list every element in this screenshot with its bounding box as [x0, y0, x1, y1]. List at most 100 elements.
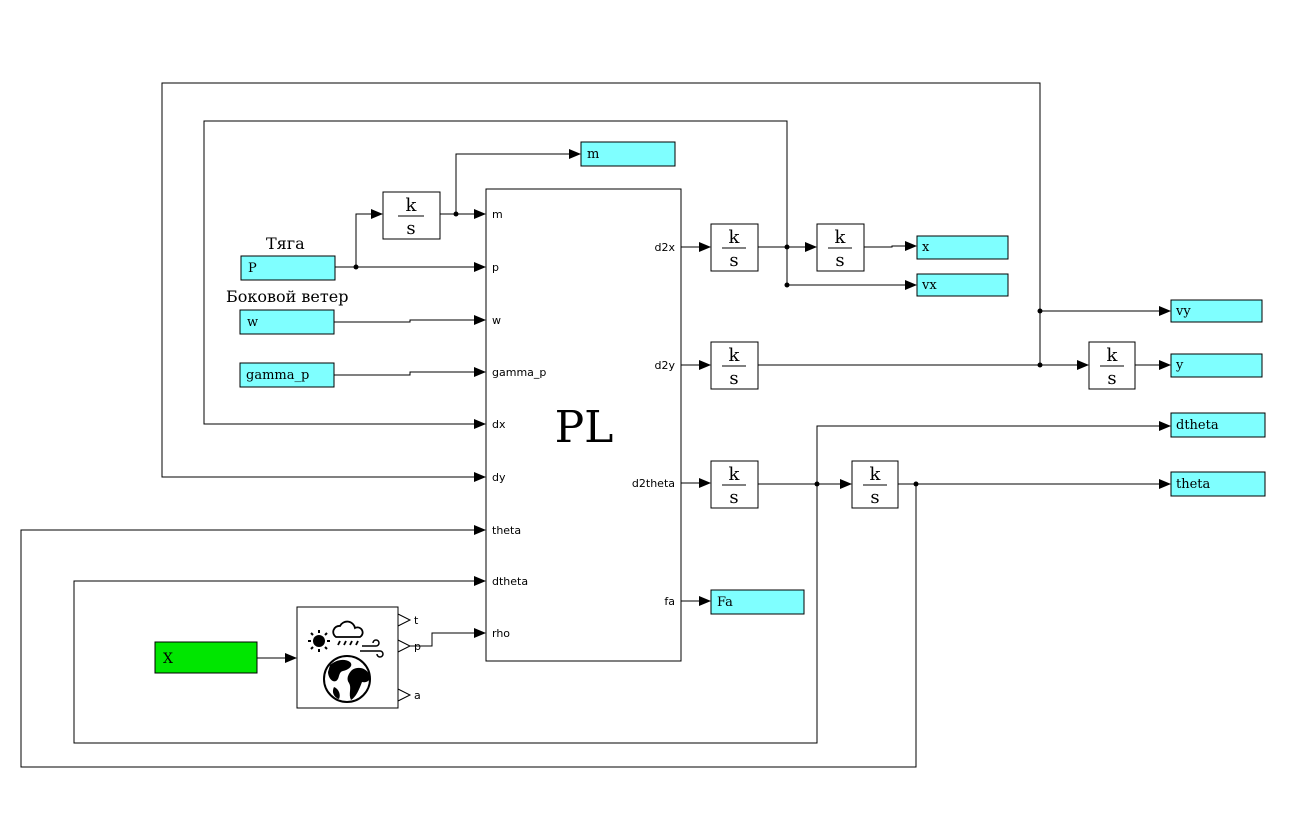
arrowheads [285, 149, 1171, 663]
atm-port-a-label: a [414, 689, 421, 702]
integrator-vx-num: k [729, 227, 741, 248]
output-tag-vx-label: vx [921, 278, 937, 293]
port-out-fa: fa [664, 595, 675, 608]
arrow-gamma-p [474, 367, 486, 377]
output-tag-y[interactable]: y [1170, 353, 1263, 378]
integrator-dtheta-den: s [729, 487, 738, 508]
output-tag-fa-label: Fa [717, 595, 733, 610]
atm-port-a-marker [397, 688, 412, 702]
wire-rho [410, 632, 476, 647]
input-tag-p[interactable]: P [240, 255, 336, 281]
arrow-p [474, 262, 486, 272]
wire-dtheta-feedback [73, 484, 818, 744]
junction-vx [784, 244, 790, 250]
arrow-dy [474, 472, 486, 482]
arrow-tag-dtheta [1159, 421, 1171, 431]
output-tag-x-label: x [922, 240, 930, 255]
input-source-x[interactable]: X [154, 641, 258, 674]
output-tag-theta[interactable]: theta [1170, 471, 1266, 497]
wire-theta-feedback [20, 484, 917, 768]
integrator-vx[interactable]: k s [710, 223, 759, 272]
integrator-vy[interactable]: k s [710, 341, 759, 390]
output-tag-theta-label: theta [1176, 477, 1211, 492]
input-tag-gamma-p-label: gamma_p [246, 368, 309, 383]
input-tag-p-box [240, 255, 336, 281]
arrow-atm-in [285, 653, 297, 663]
port-in-p: p [492, 261, 499, 274]
rain-icon [337, 640, 359, 646]
atmosphere-block[interactable]: t p a [296, 606, 421, 709]
arrow-tag-vy [1159, 306, 1171, 316]
junction-theta [913, 481, 919, 487]
wind-icon [360, 639, 384, 658]
port-in-m: m [492, 208, 503, 221]
input-tag-gamma-p-box [239, 362, 335, 388]
junction-vx-tag [784, 282, 790, 288]
junction-m [453, 211, 459, 217]
integrator-vy-den: s [729, 368, 738, 389]
arrow-int-m [371, 209, 383, 219]
arrow-tag-fa [699, 596, 711, 606]
port-in-w: w [492, 314, 501, 327]
wire-dx-feedback [203, 120, 788, 425]
output-tag-m-label: m [587, 147, 599, 162]
arrow-m [474, 209, 486, 219]
output-tag-vy[interactable]: vy [1170, 299, 1263, 323]
junctions [353, 211, 1043, 487]
port-out-d2x: d2x [655, 241, 676, 254]
wire-p-to-integrator-m [355, 213, 372, 267]
cloud-icon [332, 620, 364, 638]
input-source-x-label: X [163, 651, 173, 667]
integrator-x-den: s [835, 250, 844, 271]
integrator-dtheta[interactable]: k s [710, 460, 759, 509]
arrow-int-y [1077, 360, 1089, 370]
port-in-gamma-p: gamma_p [492, 366, 546, 379]
arrow-tag-m [569, 149, 581, 159]
caption-crosswind: Боковой ветер [226, 287, 348, 306]
arrow-theta [474, 525, 486, 535]
arrow-w [474, 315, 486, 325]
output-tag-vy-label: vy [1175, 304, 1191, 319]
arrow-tag-theta [1159, 479, 1171, 489]
input-tag-w-label: w [247, 315, 258, 330]
arrow-tag-y [1159, 360, 1171, 370]
wire-gamma-p [334, 371, 476, 376]
atm-port-t-label: t [414, 614, 419, 627]
main-block-title: PL [555, 402, 614, 453]
port-out-d2theta: d2theta [632, 477, 675, 490]
output-tag-m[interactable]: m [580, 141, 676, 167]
input-tag-w[interactable]: w [239, 309, 335, 335]
output-tag-dtheta[interactable]: dtheta [1170, 412, 1266, 438]
atm-port-t-marker [397, 613, 412, 627]
output-tag-y-box [1170, 353, 1263, 378]
port-in-dy: dy [492, 471, 506, 484]
input-tag-p-label: P [248, 261, 257, 276]
input-tag-gamma-p[interactable]: gamma_p [239, 362, 335, 388]
main-block-pl[interactable]: PL m p w gamma_p dx dy theta dtheta rho … [485, 188, 682, 662]
arrow-int-theta [840, 479, 852, 489]
integrator-theta[interactable]: k s [851, 460, 899, 509]
arrow-tag-vx [905, 280, 917, 290]
junction-vy [1037, 362, 1043, 368]
output-tag-x[interactable]: x [916, 235, 1009, 260]
arrow-rho [474, 628, 486, 638]
arrow-int-x [805, 242, 817, 252]
output-tag-x-box [916, 235, 1009, 260]
output-tag-m-box [580, 141, 676, 167]
input-tag-w-box [239, 309, 335, 335]
integrator-m[interactable]: k s [382, 191, 441, 240]
integrator-x[interactable]: k s [816, 223, 865, 272]
integrator-y[interactable]: k s [1088, 341, 1136, 390]
integrator-x-num: k [835, 227, 847, 248]
sun-icon [308, 630, 330, 652]
atmosphere-icon [308, 620, 384, 703]
integrator-dtheta-num: k [729, 464, 741, 485]
output-tag-fa[interactable]: Fa [710, 589, 805, 615]
port-in-theta: theta [492, 524, 521, 537]
output-tag-vx-box [916, 273, 1009, 297]
wire-m-tag [455, 153, 570, 214]
output-tag-vx[interactable]: vx [916, 273, 1009, 297]
junction-p [353, 264, 359, 270]
integrator-theta-den: s [870, 487, 879, 508]
output-tag-fa-box [710, 589, 805, 615]
